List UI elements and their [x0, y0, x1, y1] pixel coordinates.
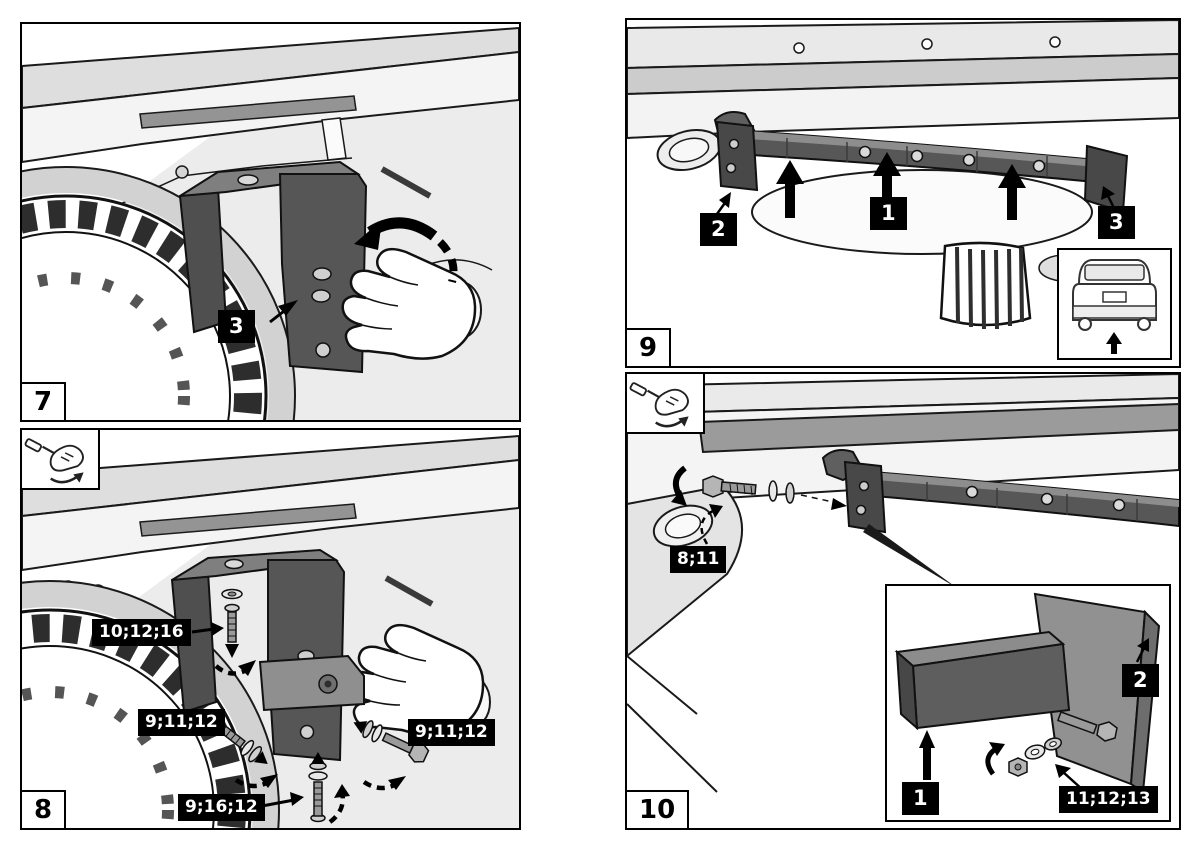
step-number-8: 8	[20, 790, 67, 830]
crossbar	[715, 120, 1129, 214]
callout-bracket: 3	[218, 310, 255, 343]
exhaust	[652, 504, 714, 548]
trim-slat	[139, 503, 357, 537]
car-rear-view-icon	[1072, 259, 1157, 354]
crossbar	[843, 460, 1179, 534]
tool-hint-box	[20, 428, 100, 490]
bolt-washers-nut	[985, 711, 1118, 777]
inset-pointer	[863, 524, 957, 588]
callout-hardware: 11;12;13	[1059, 786, 1158, 813]
rotate-arrow	[354, 217, 458, 284]
bolt-exploded	[671, 465, 847, 510]
callout-top-hardware: 10;12;16	[92, 619, 191, 646]
panel-step-7: 3 7	[20, 22, 521, 422]
hand-tool-icon	[629, 382, 689, 428]
screw-bottom-exploded	[308, 752, 328, 823]
car-orientation-inset	[1057, 248, 1172, 360]
callout-left-end: 2	[700, 213, 737, 246]
callout-plate: 2	[1122, 664, 1159, 697]
panel-step-8: 10;12;16 9;11;12 9;11;12 9;16;12 8	[20, 428, 521, 830]
mounting-bracket	[178, 160, 368, 374]
hand	[349, 623, 485, 736]
tire	[22, 194, 268, 420]
receiver-beam	[894, 630, 1071, 731]
callout-bolt-hardware: 8;11	[670, 546, 727, 573]
tool-hint-box	[625, 372, 705, 434]
exhaust	[656, 129, 722, 171]
screw-top-exploded	[214, 588, 256, 676]
trim-slat	[697, 402, 1179, 454]
bracket-detail-inset: 1 2 11;12;13	[885, 584, 1171, 822]
callout-3-leader	[269, 300, 298, 324]
callout-left-hardware: 9;11;12	[138, 709, 225, 736]
callout-right-hardware: 9;11;12	[408, 719, 495, 746]
panel-step-10: 8;11	[625, 372, 1181, 830]
callout-right-end: 3	[1098, 206, 1135, 239]
trim-slat	[139, 95, 357, 129]
side-plate	[1033, 592, 1161, 794]
adapter-beam	[258, 654, 365, 712]
panel-step-9: 2 1 3 9	[625, 18, 1181, 368]
hand	[341, 247, 477, 360]
up-arrows	[776, 152, 1026, 220]
callout-crossbar: 1	[870, 197, 907, 230]
hand-tool-icon	[24, 438, 84, 484]
step-number-9: 9	[625, 328, 672, 368]
bracket-detail-illustration	[894, 592, 1161, 794]
callout-receiver: 1	[902, 782, 939, 815]
spare-wheel	[939, 241, 1032, 330]
step7-illustration	[22, 26, 519, 420]
step-number-10: 10	[625, 790, 690, 830]
callout-bottom-hardware: 9;16;12	[178, 794, 265, 821]
step-number-7: 7	[20, 382, 67, 422]
